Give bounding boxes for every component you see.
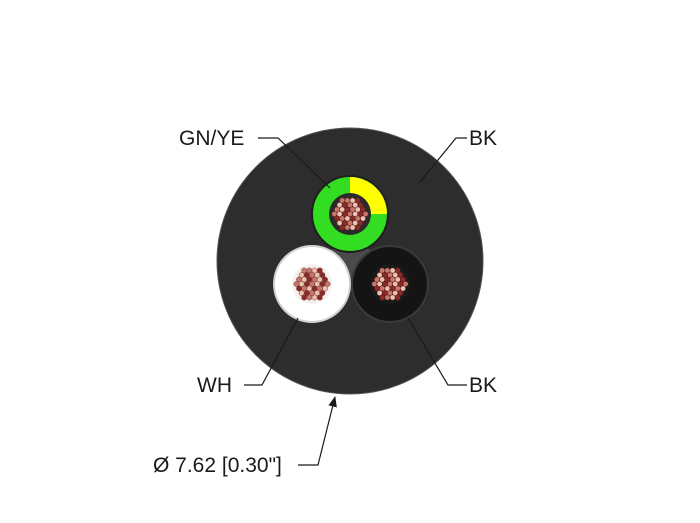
conductor-strand xyxy=(376,272,383,278)
conductor-strand xyxy=(379,294,386,301)
conductor-strand xyxy=(397,290,404,296)
conductor-strand xyxy=(334,215,340,222)
conductor-strand xyxy=(381,272,388,278)
conductor-strand xyxy=(394,267,401,274)
leader-line-gn-ye xyxy=(258,137,331,189)
conductor-strand xyxy=(357,202,364,208)
conductor-strand xyxy=(400,285,406,292)
conductor-strand xyxy=(374,285,380,292)
conductor-strand xyxy=(316,267,323,274)
gn-ye-strands xyxy=(331,197,369,231)
gn-ye-core xyxy=(311,175,389,253)
label-bk-bottom: BK xyxy=(469,374,498,397)
conductor-strand xyxy=(296,285,302,292)
conductor-strand xyxy=(306,285,313,292)
wh-strands xyxy=(293,267,331,301)
conductor-strand xyxy=(394,294,401,301)
conductor-strand xyxy=(360,215,366,222)
conductor-strand xyxy=(394,285,401,292)
diameter-dimension-arrow xyxy=(298,395,337,466)
bk-core xyxy=(351,245,429,323)
label-wh: WH xyxy=(197,374,232,397)
conductor-strand xyxy=(301,285,308,292)
leader-line-bk-bottom xyxy=(407,317,467,386)
conductor-strand xyxy=(357,220,364,226)
conductor-strand xyxy=(311,294,318,301)
conductor-strand xyxy=(389,294,396,301)
conductor-strand xyxy=(384,285,391,292)
conductor-strand xyxy=(319,290,326,296)
conductor-strand xyxy=(322,276,328,283)
conductor-strand xyxy=(344,224,351,231)
conductor-strand xyxy=(301,294,308,301)
conductor-strand xyxy=(316,285,323,292)
conductor-strand xyxy=(349,215,356,222)
wh-core xyxy=(273,245,351,323)
conductor-strand xyxy=(298,272,305,278)
conductor-strand xyxy=(341,202,348,208)
conductor-strand xyxy=(400,276,406,283)
conductor-strand xyxy=(362,211,369,217)
conductor-strand xyxy=(336,202,343,208)
conductor-strand xyxy=(311,285,318,292)
label-diameter: Ø 7.62 [0.30"] xyxy=(153,454,282,477)
conductor-strand xyxy=(314,272,321,278)
bk-strands xyxy=(371,267,409,301)
conductor-strand xyxy=(354,197,361,204)
conductor-strand xyxy=(303,272,310,278)
conductor-strand xyxy=(360,206,366,213)
conductor-strand xyxy=(344,215,351,222)
conductor-strand xyxy=(324,281,331,287)
conductor-strand xyxy=(379,285,386,292)
leader-line-wh xyxy=(244,317,299,386)
conductor-strand xyxy=(339,224,346,231)
conductor-strand xyxy=(352,202,359,208)
conductor-strand xyxy=(389,285,396,292)
conductor-strand xyxy=(316,294,323,301)
conductor-strand xyxy=(392,272,399,278)
conductor-strand xyxy=(402,281,409,287)
conductor-strand xyxy=(387,272,393,278)
conductor-strand xyxy=(306,294,313,301)
conductor-strand xyxy=(322,285,328,292)
conductor-strand xyxy=(397,272,404,278)
conductor-strand xyxy=(309,272,315,278)
conductor-strand xyxy=(354,224,361,231)
conductor-strand xyxy=(347,202,353,208)
conductor-strand xyxy=(354,215,361,222)
leader-line-bk-top xyxy=(419,137,467,183)
conductor-strand xyxy=(339,215,346,222)
label-bk-top: BK xyxy=(469,127,498,150)
conductor-strand xyxy=(319,272,326,278)
conductor-strand xyxy=(384,294,391,301)
conductor-strand xyxy=(349,224,356,231)
label-gn-ye: GN/YE xyxy=(179,127,245,150)
